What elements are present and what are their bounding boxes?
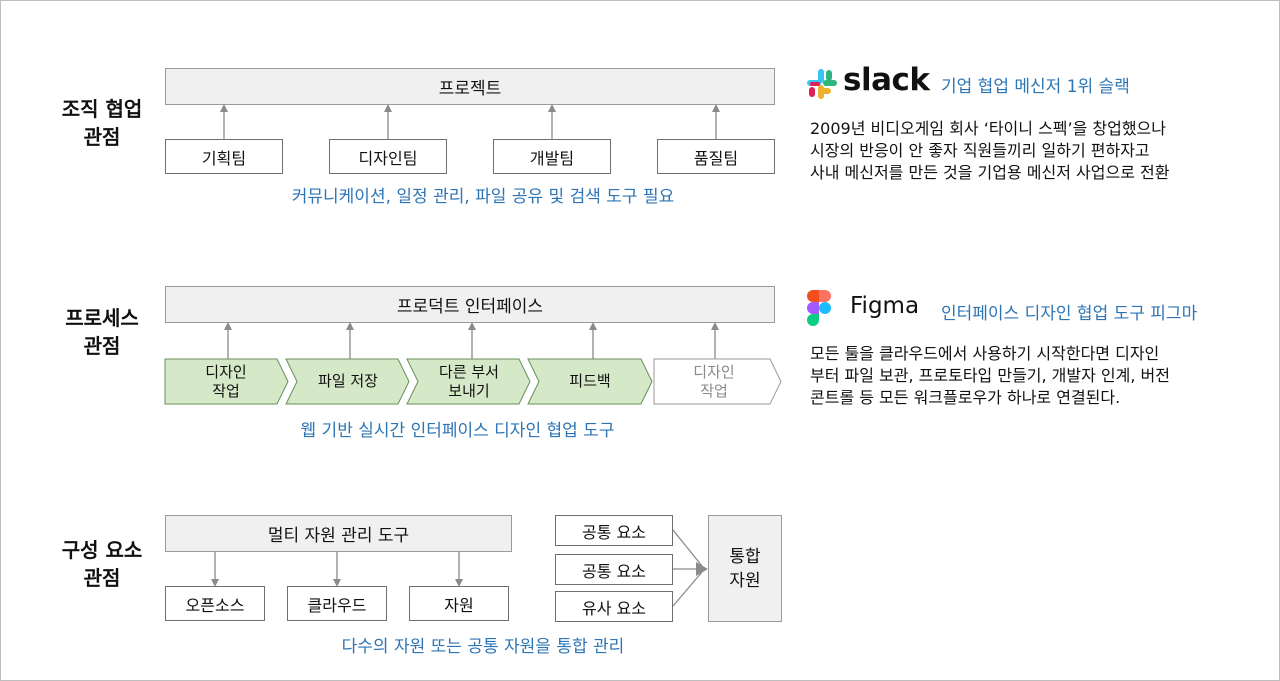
element-box-similar: 유사 요소 <box>555 591 673 622</box>
step-label-design-next: 디자인 작업 <box>693 362 735 400</box>
section-label-process: 프로세스 관점 <box>65 306 139 358</box>
slack-title: 기업 협업 메신저 1위 슬랙 <box>941 77 1130 97</box>
slack-logo-text: slack <box>843 62 930 98</box>
item-box-resource: 자원 <box>409 586 509 621</box>
caption-organization: 커뮤니케이션, 일정 관리, 파일 공유 및 검색 도구 필요 <box>291 187 675 207</box>
figma-logo-text: Figma <box>850 293 920 319</box>
slack-logo-icon <box>807 69 837 99</box>
team-box-quality: 품질팀 <box>657 139 775 174</box>
item-box-cloud: 클라우드 <box>287 586 387 621</box>
step-label-save: 파일 저장 <box>318 372 378 390</box>
step-shape-4 <box>527 358 653 405</box>
section-label-component: 구성 요소 관점 <box>61 538 143 590</box>
element-box-common-2: 공통 요소 <box>555 554 673 585</box>
step-label-design: 디자인 작업 <box>205 362 247 400</box>
figma-title: 인터페이스 디자인 협업 도구 피그마 <box>941 304 1198 324</box>
figma-logo-icon <box>807 290 831 326</box>
multi-resource-bar: 멀티 자원 관리 도구 <box>165 515 512 552</box>
section-label-organization: 조직 협업 관점 <box>61 97 143 149</box>
step-shape-3 <box>406 358 531 405</box>
caption-process: 웹 기반 실시간 인터페이스 디자인 협업 도구 <box>300 421 615 441</box>
caption-component: 다수의 자원 또는 공통 자원을 통합 관리 <box>341 637 625 657</box>
slack-description: 2009년 비디오게임 회사 ‘타이니 스펙’을 창업했으나 시장의 반응이 안… <box>810 119 1170 182</box>
team-box-development: 개발팀 <box>493 139 611 174</box>
merge-arrowhead <box>696 562 708 576</box>
step-label-send: 다른 부서 보내기 <box>439 362 499 400</box>
figma-description: 모든 툴을 클라우드에서 사용하기 시작한다면 디자인 부터 파일 보관, 프로… <box>810 344 1170 407</box>
team-box-design: 디자인팀 <box>329 139 447 174</box>
team-box-planning: 기획팀 <box>165 139 283 174</box>
step-shape-2 <box>285 358 410 405</box>
project-bar: 프로젝트 <box>165 68 775 105</box>
merged-resource-box: 통합 자원 <box>708 515 782 622</box>
merge-line-3 <box>672 571 703 607</box>
step-label-feedback: 피드백 <box>569 372 611 390</box>
element-box-common-1: 공통 요소 <box>555 515 673 546</box>
merge-line-1 <box>672 529 703 567</box>
product-interface-bar: 프로덕트 인터페이스 <box>165 286 775 323</box>
step-shape-1 <box>164 358 289 405</box>
item-box-opensource: 오픈소스 <box>165 586 265 621</box>
step-shape-5 <box>653 358 782 405</box>
